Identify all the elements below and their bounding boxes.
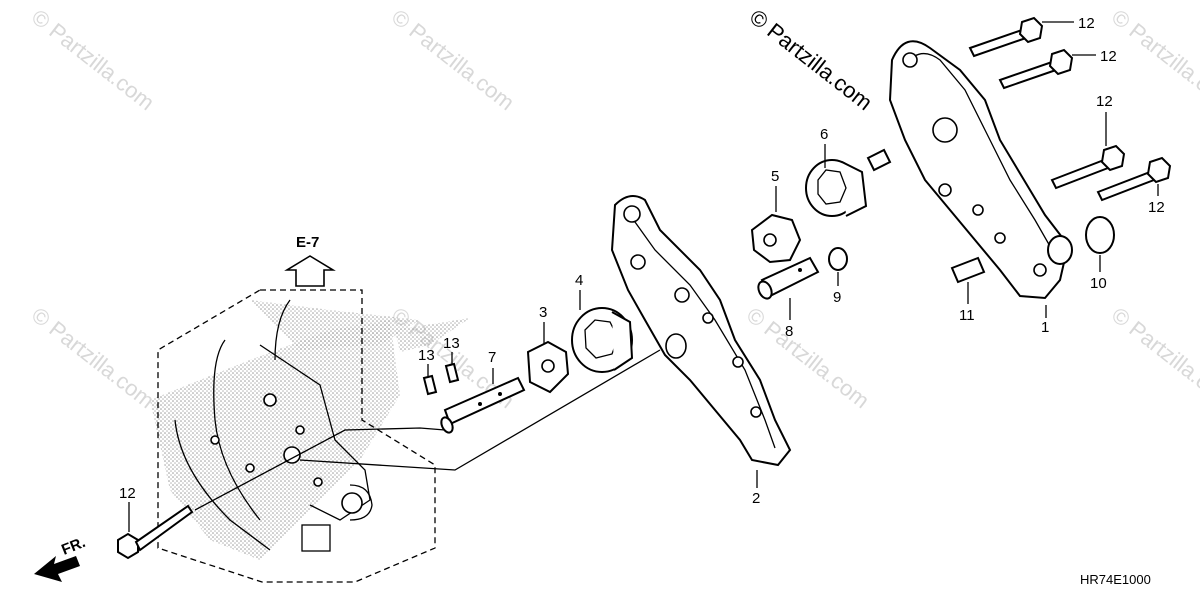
callout-12: 12: [119, 485, 136, 502]
reference-arrow-icon: [284, 255, 336, 287]
view-boundary: [157, 289, 436, 583]
callout-12: 12: [1100, 48, 1117, 65]
assembly-line: [299, 349, 661, 471]
front-label: FR.: [59, 534, 88, 559]
callout-10: 10: [1090, 275, 1107, 292]
callout-8: 8: [785, 323, 793, 340]
flange-bolt-part: [998, 48, 1074, 90]
o-ring-part: [1085, 216, 1115, 254]
callout-12: 12: [1096, 93, 1113, 110]
outer-rotor-part: [571, 307, 634, 373]
dowel-pin-part: [866, 148, 892, 172]
flange-bolt-part: [1050, 144, 1126, 190]
callout-12: 12: [1148, 199, 1165, 216]
leader-lines: [128, 21, 1159, 532]
watermark-text: © Partzilla.com: [27, 4, 159, 115]
callout-6: 6: [820, 126, 828, 143]
o-ring-part: [828, 247, 848, 271]
diagram-code: HR74E1000: [1080, 572, 1151, 587]
watermark-text: © Partzilla.com: [1107, 302, 1200, 413]
pump-shaft-part: [757, 256, 820, 300]
pump-body-part: [888, 40, 1073, 300]
callout-1: 1: [1041, 319, 1049, 336]
dowel-pin-part: [950, 256, 986, 284]
callout-5: 5: [771, 168, 779, 185]
watermark-text: © Partzilla.com: [27, 302, 159, 413]
inner-rotor-part: [750, 213, 802, 264]
callout-11: 11: [959, 307, 975, 324]
copyright-text: © Partzilla.com: [745, 4, 877, 115]
front-arrow-icon: [34, 556, 80, 582]
outer-rotor-part: [805, 159, 868, 217]
watermark-text: © Partzilla.com: [387, 4, 519, 115]
reference-label: E-7: [296, 234, 319, 251]
dowel-pin-part: [422, 362, 460, 396]
flange-bolt-part: [968, 16, 1044, 58]
flange-bolt-part: [1096, 156, 1172, 202]
callout-3: 3: [539, 304, 547, 321]
inner-rotor-part: [526, 340, 570, 394]
callout-7: 7: [488, 349, 496, 366]
callout-9: 9: [833, 289, 841, 306]
assembly-line: [194, 427, 446, 511]
callout-4: 4: [575, 272, 583, 289]
pump-plate-part: [610, 195, 792, 467]
crankcase-housing: [150, 299, 470, 560]
callout-12: 12: [1078, 15, 1095, 32]
watermark-text: © Partzilla.com: [1107, 4, 1200, 115]
pump-shaft-part: [440, 376, 526, 434]
callout-2: 2: [752, 490, 760, 507]
flange-bolt-part: [117, 504, 194, 560]
callout-13: 13: [443, 335, 460, 352]
callout-13: 13: [418, 347, 435, 364]
